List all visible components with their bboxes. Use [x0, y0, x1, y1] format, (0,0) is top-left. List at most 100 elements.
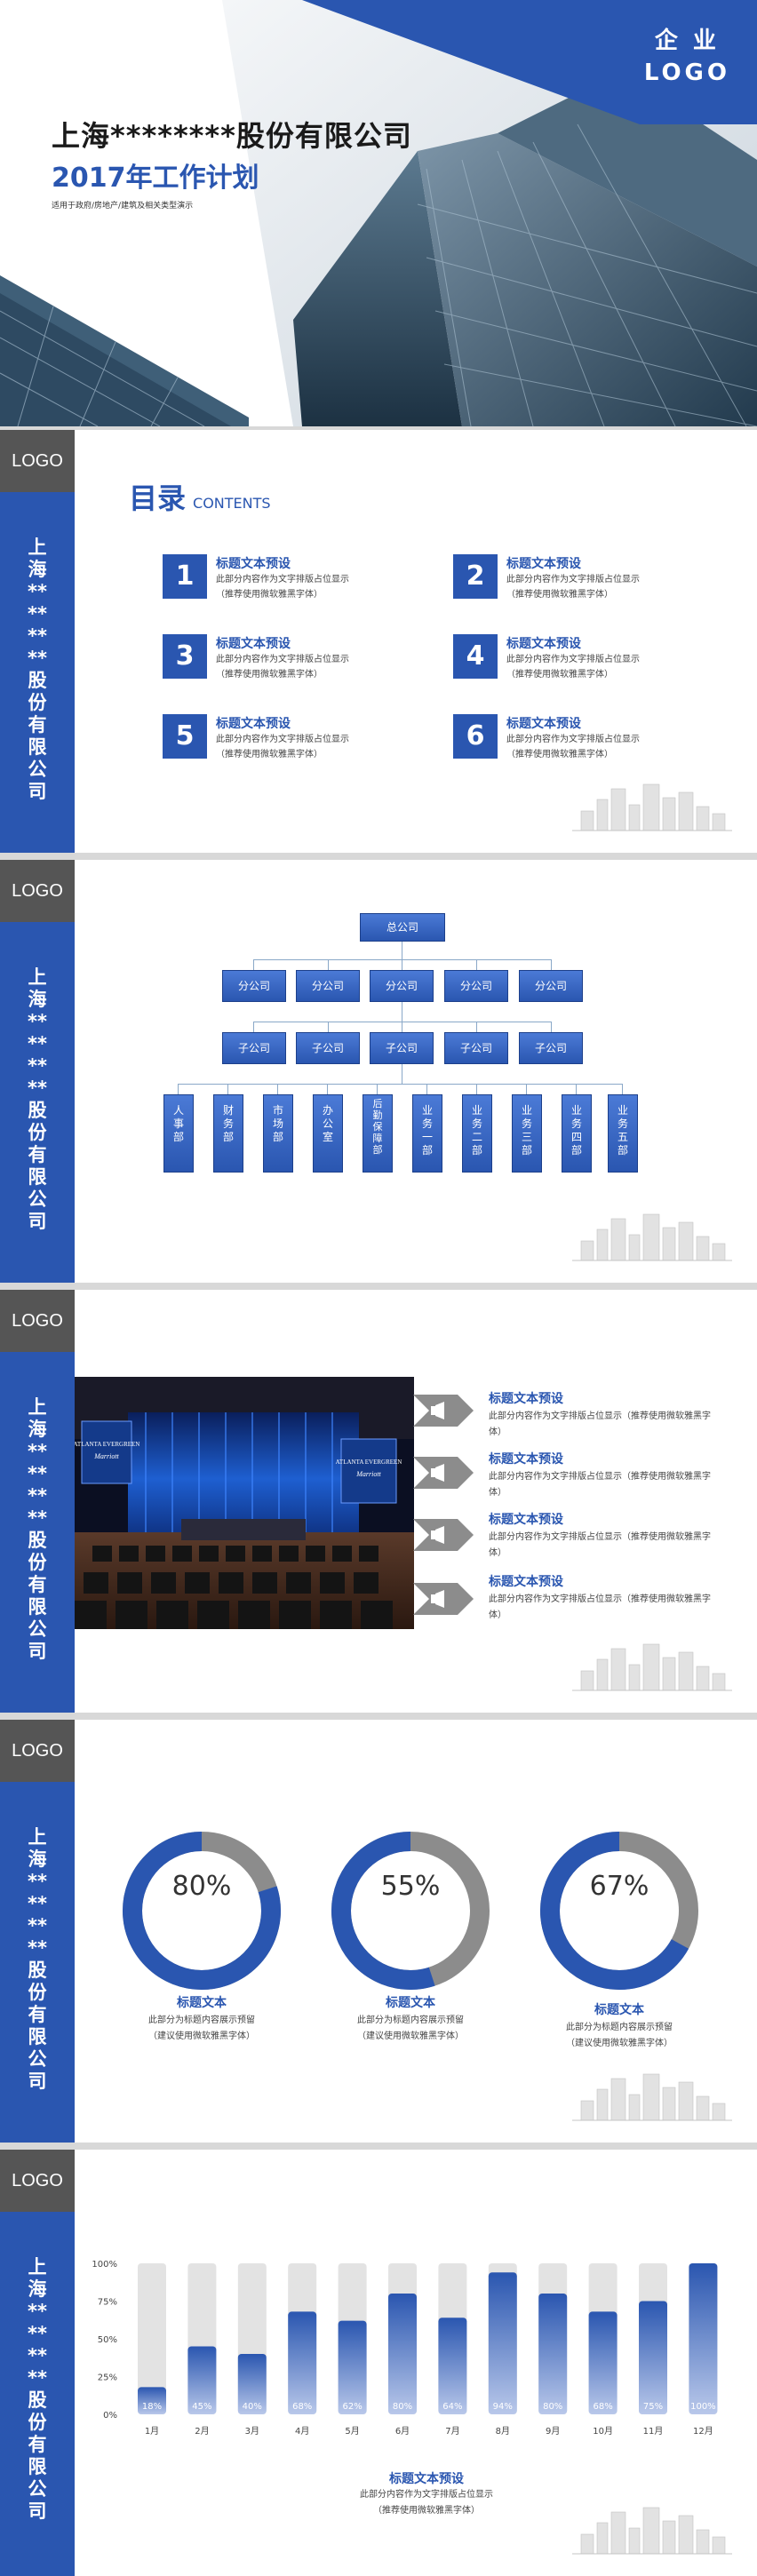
item-desc: 此部分内容作为文字排版占位显示（推荐使用微软雅黑字体） [489, 1532, 711, 1558]
photo-text-item[interactable]: 标题文本预设 此部分内容作为文字排版占位显示（推荐使用微软雅黑字体） [489, 1389, 720, 1441]
megaphone-icon [413, 1395, 474, 1427]
contents-title-cn: 目录 [129, 481, 187, 515]
y-tick-label: 75% [98, 2298, 117, 2308]
bar-data-label: 68% [593, 2402, 612, 2412]
bar-track [138, 2263, 166, 2414]
toc-item-title: 标题文本预设 [216, 717, 291, 731]
x-tick-label: 7月 [445, 2426, 459, 2437]
org-branch-node[interactable]: 分公司 [519, 970, 583, 1002]
org-branch-node[interactable]: 分公司 [222, 970, 286, 1002]
org-dept-node[interactable]: 业务二部 [462, 1094, 492, 1173]
cover-slide: 企 业 LOGO 上海********股份有限公司 2017年工作计划 适用于政… [0, 0, 757, 426]
sidebar-vertical-title: 上海********股份有限公司 [28, 537, 47, 802]
org-branch-node[interactable]: 分公司 [370, 970, 434, 1002]
donut-value: 80% [171, 1871, 232, 1902]
donut-value: 67% [589, 1871, 649, 1902]
sidebar-vertical-title: 上海********股份有限公司 [28, 1826, 47, 2092]
toc-item-title: 标题文本预设 [216, 557, 291, 571]
bar-data-label: 100% [690, 2402, 716, 2412]
city-skyline-icon [572, 1643, 732, 1691]
bar [388, 2294, 417, 2414]
bar [538, 2294, 568, 2414]
toc-number: 2 [453, 554, 498, 599]
donut-charts [123, 1832, 698, 1990]
toc-number: 3 [163, 634, 207, 679]
org-root-node[interactable]: 总公司 [360, 913, 445, 942]
toc-item-desc: 此部分内容作为文字排版占位显示（推荐使用微软雅黑字体） [506, 575, 640, 600]
toc-item-title: 标题文本预设 [216, 637, 291, 651]
bar-data-label: 75% [643, 2402, 663, 2412]
donut-caption: 标题文本 此部分为标题内容展示预留（建议使用微软雅黑字体） [322, 1993, 499, 2045]
org-sub-node[interactable]: 子公司 [519, 1032, 583, 1064]
org-sub-node[interactable]: 子公司 [222, 1032, 286, 1064]
org-branch-node[interactable]: 分公司 [444, 970, 508, 1002]
toc-item-desc: 此部分内容作为文字排版占位显示（推荐使用微软雅黑字体） [216, 575, 349, 600]
photo-text-item[interactable]: 标题文本预设 此部分内容作为文字排版占位显示（推荐使用微软雅黑字体） [489, 1572, 720, 1624]
org-dept-node[interactable]: 财务部 [213, 1094, 243, 1173]
cover-logo: 企 业 LOGO [644, 25, 730, 89]
org-dept-node[interactable]: 业务四部 [562, 1094, 592, 1173]
city-skyline-icon [572, 2507, 732, 2555]
photo-sign-text: ATLANTA EVERGREEN [336, 1459, 402, 1466]
bar [288, 2311, 317, 2414]
bar [138, 2387, 166, 2414]
sidebar-logo: LOGO [0, 2150, 75, 2212]
org-dept-node[interactable]: 市场部 [263, 1094, 293, 1173]
toc-item-title: 标题文本预设 [506, 717, 581, 731]
city-skyline-icon [572, 783, 732, 831]
bar-data-label: 68% [292, 2402, 312, 2412]
bar-data-label: 64% [442, 2402, 462, 2412]
y-tick-label: 100% [92, 2260, 117, 2270]
sidebar-logo: LOGO [0, 1290, 75, 1352]
toc-item-desc: 此部分内容作为文字排版占位显示（推荐使用微软雅黑字体） [216, 655, 349, 680]
org-dept-node[interactable]: 人事部 [163, 1094, 194, 1173]
donut-caption-desc: 此部分为标题内容展示预留（建议使用微软雅黑字体） [357, 2015, 464, 2041]
monthly-bar-chart: 0%25%50%75%100%18%1月45%2月40%3月68%4月62%5月… [92, 2260, 718, 2437]
org-dept-node[interactable]: 后勤保障部 [363, 1094, 393, 1173]
donut-arc [331, 1832, 490, 1990]
bar-caption-desc: 此部分内容作为文字排版占位显示（推荐使用微软雅黑字体） [360, 2490, 493, 2516]
org-sub-node[interactable]: 子公司 [444, 1032, 508, 1064]
photo-sign-text: ATLANTA EVERGREEN [75, 1441, 139, 1448]
cover-tagline: 适用于政府/房地产/建筑及相关类型演示 [52, 202, 194, 211]
org-sub-node[interactable]: 子公司 [370, 1032, 434, 1064]
sidebar: LOGO 上海********股份有限公司 [0, 2150, 75, 2576]
x-tick-label: 8月 [496, 2426, 510, 2437]
org-chart-slide: LOGO 上海********股份有限公司 总公司 分公司 分公司 分公司 分公… [0, 860, 757, 1283]
photo-text-item[interactable]: 标题文本预设 此部分内容作为文字排版占位显示（推荐使用微软雅黑字体） [489, 1510, 720, 1562]
bar [438, 2318, 467, 2414]
org-dept-node[interactable]: 业务三部 [512, 1094, 542, 1173]
sidebar-vertical-title: 上海********股份有限公司 [28, 966, 47, 1232]
donut-value: 55% [380, 1871, 441, 1902]
bar [639, 2301, 667, 2414]
toc-number: 6 [453, 714, 498, 759]
org-dept-node[interactable]: 业务一部 [412, 1094, 442, 1173]
sidebar-logo: LOGO [0, 430, 75, 492]
bar-chart-slide: LOGO 上海********股份有限公司 0%25%50%75%100%18%… [0, 2150, 757, 2576]
bar-data-label: 62% [342, 2402, 362, 2412]
org-branch-node[interactable]: 分公司 [296, 970, 360, 1002]
donut-caption-desc: 此部分为标题内容展示预留（建议使用微软雅黑字体） [566, 2023, 673, 2048]
megaphone-icon [413, 1457, 474, 1489]
org-sub-node[interactable]: 子公司 [296, 1032, 360, 1064]
cover-subtitle: 2017年工作计划 [52, 163, 259, 194]
x-tick-label: 2月 [195, 2426, 209, 2437]
toc-number: 5 [163, 714, 207, 759]
x-tick-label: 5月 [345, 2426, 359, 2437]
bar [237, 2354, 267, 2414]
bar-data-label: 45% [192, 2402, 211, 2412]
photo-text-item[interactable]: 标题文本预设 此部分内容作为文字排版占位显示（推荐使用微软雅黑字体） [489, 1450, 720, 1501]
x-tick-label: 12月 [693, 2426, 713, 2437]
city-skyline-icon [572, 1213, 732, 1261]
donut-caption: 标题文本 此部分为标题内容展示预留（建议使用微软雅黑字体） [530, 2000, 708, 2052]
item-desc: 此部分内容作为文字排版占位显示（推荐使用微软雅黑字体） [489, 1472, 711, 1498]
donut-caption-title: 标题文本 [177, 1996, 227, 2010]
donut-caption-title: 标题文本 [594, 2003, 644, 2017]
org-dept-node[interactable]: 业务五部 [608, 1094, 638, 1173]
cover-title: 上海********股份有限公司 [52, 119, 412, 153]
x-tick-label: 6月 [395, 2426, 410, 2437]
org-dept-node[interactable]: 办公室 [313, 1094, 343, 1173]
bar-caption-title: 标题文本预设 [389, 2472, 464, 2486]
photo-sign-brand: Marriott [355, 1470, 381, 1478]
